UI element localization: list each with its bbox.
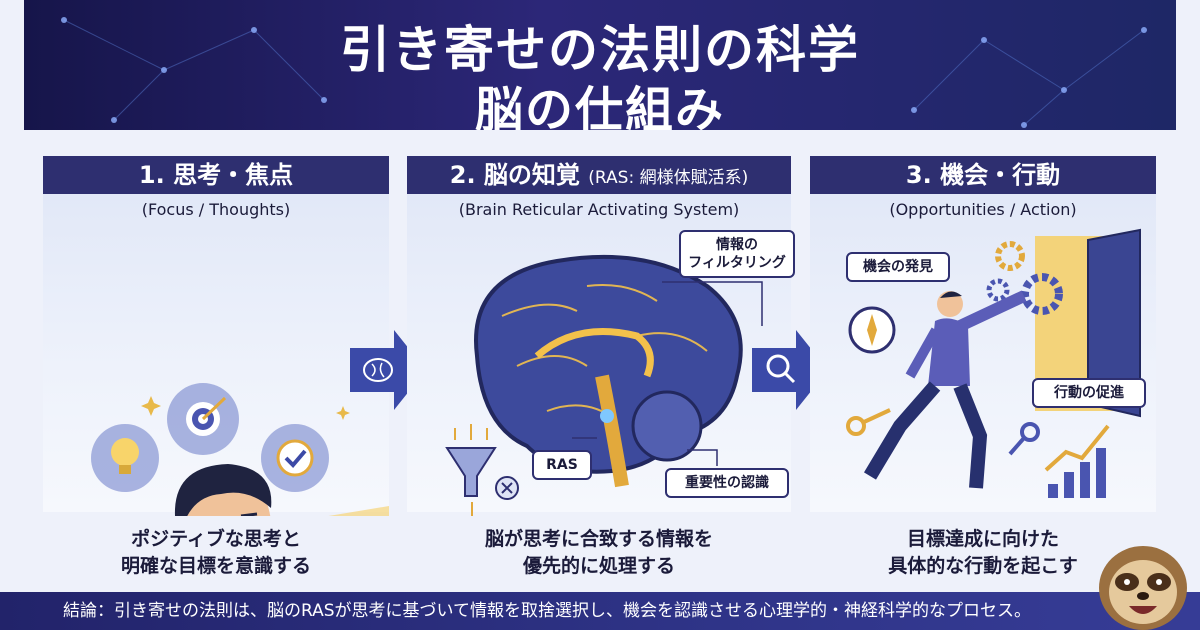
door-icon — [1035, 228, 1141, 418]
panel-title-main: 2. 脳の知覚 — [449, 161, 580, 189]
thought-bubble-check — [261, 424, 329, 492]
walking-person — [863, 290, 1027, 489]
conclusion-bar: 結論：引き寄せの法則は、脳のRASが思考に基づいて情報を取捨選択し、機会を認識さ… — [0, 592, 1200, 630]
thought-bubble-lightbulb — [91, 424, 159, 492]
caption-line: 目標達成に向けた — [906, 528, 1059, 550]
label-ras: RAS — [532, 450, 592, 480]
x-icon — [495, 476, 519, 500]
label-line: フィルタリング — [688, 255, 786, 271]
checkmark-icon — [276, 439, 314, 477]
label-recognition: 重要性の認識 — [665, 468, 789, 498]
label-line: 情報の — [716, 237, 758, 253]
action-illustration — [846, 228, 1141, 498]
flow-arrow-2 — [752, 330, 828, 410]
header-banner: 引き寄せの法則の科学 脳の仕組み — [24, 0, 1176, 130]
network-pattern — [61, 17, 1147, 128]
panel-subtitle: (Brain Reticular Activating System) — [458, 200, 740, 219]
person-avatar — [174, 464, 272, 516]
target-icon — [186, 396, 227, 436]
focus-beam — [328, 506, 389, 516]
brain-icon — [363, 358, 393, 382]
caption-line: 明確な目標を意識する — [120, 555, 311, 577]
thinking-person-illustration — [91, 383, 389, 516]
lightbulb-icon — [111, 438, 139, 474]
caption-line: 脳が思考に合致する情報を — [484, 528, 713, 550]
panel-title: 3. 機会・行動 — [810, 156, 1156, 194]
leader-line — [687, 449, 718, 466]
label-filtering: 情報の フィルタリング — [679, 230, 795, 278]
leader-line — [662, 281, 763, 326]
panel-subtitle: (Focus / Thoughts) — [141, 200, 291, 219]
main-title: 引き寄せの法則の科学 — [340, 21, 860, 79]
magnifier-icon — [766, 354, 796, 384]
caption-line: 具体的な行動を起こす — [888, 555, 1078, 577]
funnel-icon — [445, 424, 497, 497]
gear-icon — [986, 241, 1063, 315]
panel-caption: 目標達成に向けた 具体的な行動を起こす — [810, 526, 1156, 580]
panel-title: 1. 思考・焦点 — [43, 156, 389, 194]
growth-chart-icon — [1044, 424, 1110, 498]
label-promotion: 行動の促進 — [1032, 378, 1146, 408]
panel-focus: 1. 思考・焦点 (Focus / Thoughts) — [43, 156, 389, 577]
panel-caption: 脳が思考に合致する情報を 優先的に処理する — [407, 526, 791, 580]
key-icon — [846, 408, 1040, 456]
panel-caption: ポジティブな思考と 明確な目標を意識する — [43, 526, 389, 580]
sloth-mascot — [1099, 546, 1187, 630]
panel-title: 2. 脳の知覚 (RAS: 網様体賦活系) — [407, 156, 791, 194]
brain-icon — [474, 254, 743, 488]
panel-title-small: (RAS: 網様体賦活系) — [588, 168, 749, 188]
panel-action: 3. 機会・行動 (Opportunities / Action) — [810, 156, 1156, 577]
caption-line: ポジティブな思考と — [131, 528, 301, 550]
compass-icon — [848, 306, 896, 354]
panel-subtitle: (Opportunities / Action) — [889, 200, 1077, 219]
sparkle-icon — [141, 396, 350, 420]
main-subtitle: 脳の仕組み — [474, 82, 725, 130]
panel-ras: 2. 脳の知覚 (RAS: 網様体賦活系) (Brain Reticular A… — [407, 156, 795, 577]
caption-line: 優先的に処理する — [522, 555, 675, 577]
brain-illustration — [445, 254, 763, 516]
label-discovery: 機会の発見 — [846, 252, 950, 282]
thought-bubble-target — [167, 383, 239, 455]
